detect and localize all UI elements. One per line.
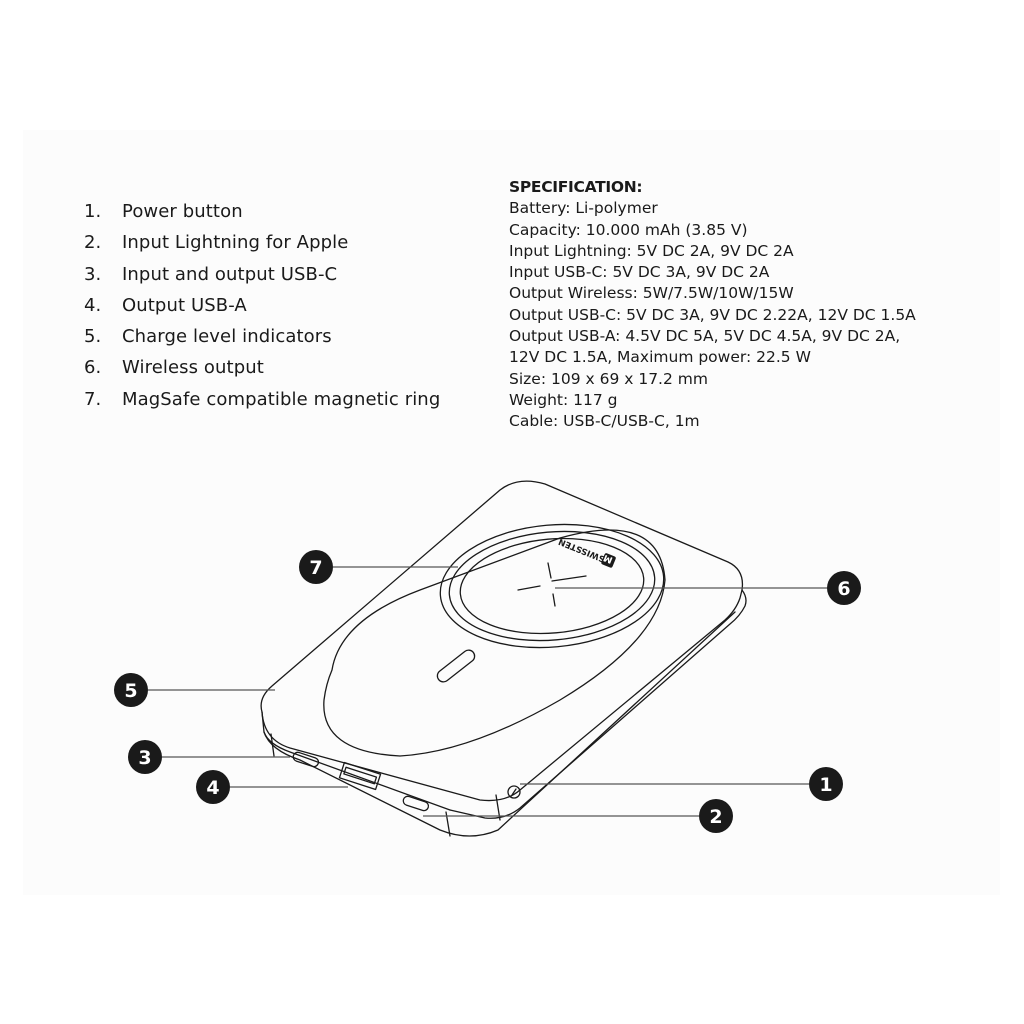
spec-input-usb-c: Input USB-C: 5V DC 3A, 9V DC 2A	[509, 263, 770, 282]
callout-7: 7	[299, 550, 333, 584]
callout-3: 3	[128, 740, 162, 774]
callout-4: 4	[196, 770, 230, 804]
callout-1: 1	[809, 767, 843, 801]
legend-item-wireless-output: 6.Wireless output	[84, 357, 264, 379]
device-side-right	[449, 589, 747, 819]
component-legend: 1.Power button 2.Input Lightning for App…	[84, 199, 440, 418]
background-panel	[23, 130, 1000, 895]
brand-logo-icon	[601, 553, 616, 568]
cross-mark-right	[551, 575, 587, 582]
callout-3-label: 3	[138, 747, 151, 769]
legend-item-usb-c: 3.Input and output USB-C	[84, 263, 338, 285]
spec-weight: Weight: 117 g	[509, 390, 618, 409]
device-corner-left	[270, 733, 275, 757]
legend-item-power-button: 1.Power button	[84, 201, 243, 222]
callout-1-label: 1	[819, 774, 832, 796]
usb-a-port-inner	[343, 766, 378, 785]
cross-mark-left	[517, 585, 541, 591]
callout-2-circle	[699, 799, 733, 833]
callout-5: 5	[114, 673, 148, 707]
callout-6-label: 6	[837, 578, 850, 600]
magsafe-ring-inner	[448, 530, 656, 642]
usb-c-port-left	[292, 751, 320, 768]
legend-item-input-lightning: 2.Input Lightning for Apple	[84, 232, 349, 254]
callout-1-circle	[809, 767, 843, 801]
callout-2-label: 2	[709, 806, 722, 828]
callout-4-label: 4	[206, 777, 219, 799]
spec-output-wireless: Output Wireless: 5W/7.5W/10W/15W	[509, 284, 794, 303]
brand-logo: SWISSTEN M	[557, 536, 616, 568]
spec-capacity: Capacity: 10.000 mAh (3.85 V)	[509, 220, 748, 239]
cross-mark-top	[547, 562, 552, 579]
spec-output-usb-a: Output USB-A: 4.5V DC 5A, 5V DC 4.5A, 9V…	[509, 327, 901, 346]
legend-item-usb-a: 4.Output USB-A	[84, 294, 247, 316]
spec-output-usb-a-cont: 12V DC 1.5A, Maximum power: 22.5 W	[509, 348, 811, 367]
spec-size: Size: 109 x 69 x 17.2 mm	[509, 369, 708, 388]
callout-5-circle	[114, 673, 148, 707]
specification-title: SPECIFICATION:	[509, 178, 643, 196]
spec-battery: Battery: Li-polymer	[509, 199, 658, 218]
callout-6: 6	[827, 571, 861, 605]
spec-cable: Cable: USB-C/USB-C, 1m	[509, 412, 700, 431]
callout-6-circle	[827, 571, 861, 605]
callout-3-circle	[128, 740, 162, 774]
device-inner-pad	[323, 529, 666, 757]
legend-item-magsafe-ring: 7.MagSafe compatible magnetic ring	[84, 388, 441, 410]
power-button-mark	[511, 788, 517, 796]
charge-level-indicator	[436, 649, 476, 683]
device-top-face	[260, 480, 744, 802]
magsafe-ring-outer	[439, 523, 665, 649]
lightning-port	[402, 795, 430, 812]
specification-block: SPECIFICATION: Battery: Li-polymer Capac…	[509, 177, 916, 433]
callout-4-circle	[196, 770, 230, 804]
power-button-icon	[507, 785, 521, 799]
legend-item-charge-indicators: 5.Charge level indicators	[84, 326, 332, 348]
brand-logo-letter: M	[602, 552, 614, 565]
wireless-charging-pad	[459, 537, 645, 635]
spec-input-lightning: Input Lightning: 5V DC 2A, 9V DC 2A	[509, 241, 794, 260]
spec-output-usb-c: Output USB-C: 5V DC 3A, 9V DC 2.22A, 12V…	[509, 305, 916, 324]
callout-7-label: 7	[309, 557, 322, 579]
callout-2: 2	[699, 799, 733, 833]
usb-a-port	[338, 761, 382, 791]
device-side-front	[261, 711, 451, 811]
callout-5-label: 5	[124, 680, 137, 702]
device-bottom-edge	[263, 611, 736, 837]
cross-mark-bottom	[552, 593, 556, 607]
callout-7-circle	[299, 550, 333, 584]
